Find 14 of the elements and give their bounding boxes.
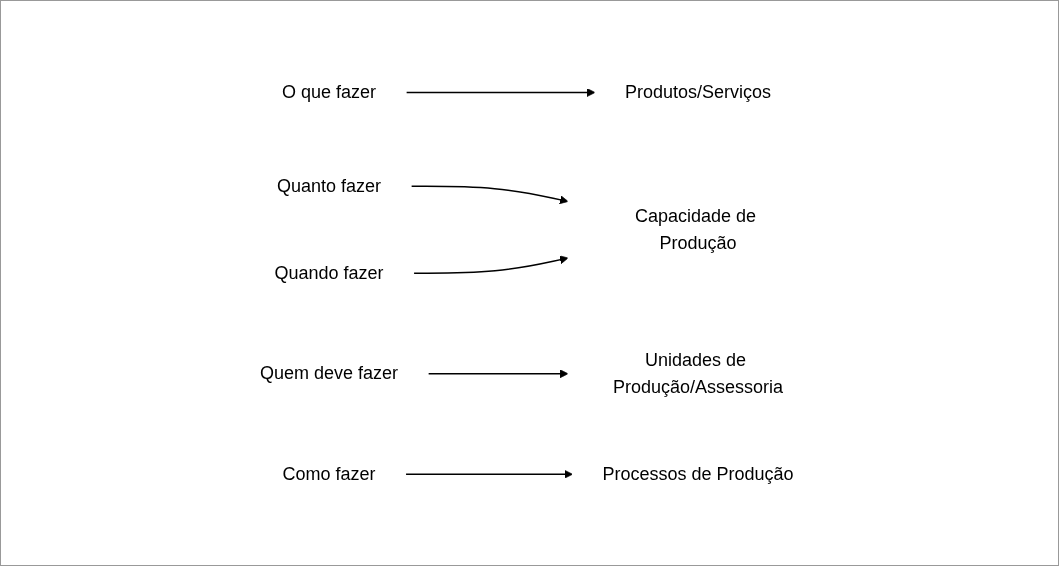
arrow <box>405 87 596 97</box>
node-text: Produtos/Serviços <box>625 81 772 102</box>
arrow <box>413 255 569 274</box>
node-text: Processos de Produção <box>602 463 795 484</box>
arrow <box>405 469 574 479</box>
node-text: Unidades de Produção/Assessoria <box>613 349 784 397</box>
node-text: Quanto fazer <box>277 175 382 196</box>
node-text: O que fazer <box>282 81 377 102</box>
arrow <box>427 369 569 378</box>
arrow <box>410 185 569 204</box>
node-text: Quando fazer <box>274 262 385 283</box>
node-text: Capacidade de Produção <box>635 205 757 253</box>
node-text: Quem deve fazer <box>260 362 399 383</box>
node-text: Como fazer <box>282 463 377 484</box>
